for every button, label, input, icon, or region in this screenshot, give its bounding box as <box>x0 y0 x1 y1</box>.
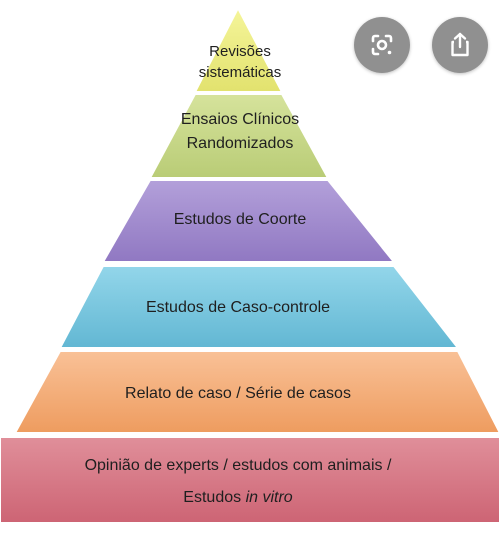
tier-1-label-line1: Revisões <box>209 43 271 60</box>
google-lens-icon <box>371 34 393 56</box>
share-button[interactable] <box>432 17 488 73</box>
share-icon <box>451 32 469 57</box>
pyramid-tier-6 <box>0 436 500 524</box>
pyramid-tier-4 <box>58 265 461 349</box>
tier-1-label-line2: sistemáticas <box>199 64 282 81</box>
tier-6-label-line2: Estudos in vitro <box>183 489 292 506</box>
pyramid-tier-5 <box>13 350 500 434</box>
tier-3-label: Estudos de Coorte <box>174 211 307 228</box>
tier-4-label: Estudos de Caso-controle <box>146 299 330 316</box>
tier-2-label-line2: Randomizados <box>187 135 294 152</box>
tier-2-label-line1: Ensaios Clínicos <box>181 111 299 128</box>
tier-6-label-line2-italic: in vitro <box>246 489 293 506</box>
lens-button[interactable] <box>354 17 410 73</box>
tier-6-label-line2-prefix: Estudos <box>183 489 245 506</box>
pyramid-tier-3 <box>101 179 397 263</box>
tier-6-label-line1: Opinião de experts / estudos com animais… <box>85 457 392 474</box>
pyramid-tier-2 <box>148 93 330 179</box>
pyramid-tier-1 <box>193 5 284 93</box>
tier-5-label: Relato de caso / Série de casos <box>125 385 351 402</box>
